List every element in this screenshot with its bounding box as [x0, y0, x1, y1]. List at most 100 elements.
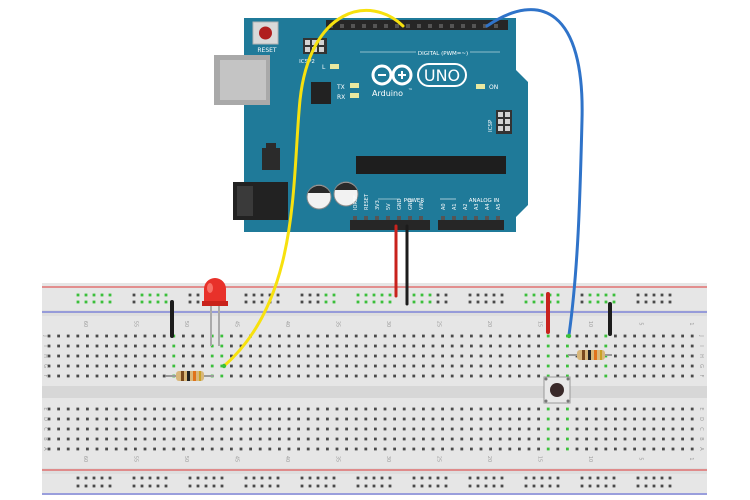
led-l-indicator	[330, 64, 339, 69]
row-letter: G	[698, 364, 704, 368]
rail-hole	[444, 300, 448, 304]
breadboard-hole	[422, 437, 425, 441]
rail-hole	[436, 300, 440, 304]
breadboard-hole	[364, 374, 368, 378]
breadboard-hole	[268, 407, 272, 411]
breadboard-hole	[614, 417, 617, 421]
rail-hole	[492, 293, 496, 297]
breadboard-hole	[335, 427, 339, 431]
breadboard-hole	[287, 374, 291, 378]
breadboard-hole	[479, 334, 483, 338]
breadboard-hole	[268, 437, 272, 441]
breadboard-hole	[162, 344, 166, 348]
rail-hole	[92, 476, 96, 480]
breadboard-hole	[86, 374, 89, 378]
breadboard-hole	[450, 344, 454, 348]
breadboard-hole	[585, 447, 588, 451]
column-number: 55	[133, 321, 139, 327]
breadboard-hole	[614, 344, 617, 348]
breadboard-hole	[614, 364, 617, 368]
breadboard-hole	[191, 447, 195, 451]
reset-button-cap[interactable]	[259, 26, 272, 40]
breadboard-hole	[642, 364, 646, 368]
breadboard-hole	[76, 334, 80, 338]
breadboard-hole	[191, 364, 195, 368]
breadboard-hole	[268, 364, 272, 368]
breadboard-hole	[220, 417, 224, 421]
breadboard-hole	[297, 334, 300, 338]
rail-hole	[268, 293, 272, 297]
breadboard-hole	[335, 374, 339, 378]
rail-hole	[668, 484, 672, 488]
breadboard-hole	[172, 407, 176, 411]
digital-pin-label: 13	[351, 12, 357, 18]
rail-hole	[468, 293, 472, 297]
breadboard-hole	[556, 407, 560, 411]
breadboard-hole	[239, 334, 243, 338]
breadboard-hole	[383, 344, 387, 348]
digital-pin-label: ~9	[395, 11, 401, 18]
rail-hole	[300, 293, 304, 297]
breadboard-hole	[633, 344, 636, 348]
breadboard-hole	[518, 437, 521, 441]
breadboard-hole	[374, 417, 377, 421]
power-pin-label: 3V3	[375, 200, 381, 210]
rail-hole	[660, 476, 664, 480]
breadboard-hole	[470, 407, 473, 411]
led-tx-indicator	[350, 83, 359, 88]
breadboard-hole	[690, 427, 694, 431]
column-number: 40	[284, 321, 290, 327]
breadboard-hole	[105, 364, 108, 368]
breadboard-hole	[114, 364, 118, 368]
breadboard-hole	[537, 447, 540, 451]
breadboard-hole	[652, 354, 656, 358]
breadboard-hole	[642, 437, 646, 441]
rail-hole	[108, 476, 112, 480]
breadboard-hole	[508, 374, 512, 378]
breadboard-hole	[374, 344, 377, 348]
breadboard-hole	[345, 374, 348, 378]
row-letter: F	[698, 375, 704, 378]
breadboard-hole	[383, 437, 387, 441]
breadboard-hole	[95, 407, 99, 411]
breadboard-hole	[498, 427, 502, 431]
rail-hole	[300, 300, 304, 304]
breadboard-hole	[47, 374, 51, 378]
breadboard-hole	[210, 447, 214, 451]
rail-hole	[468, 476, 472, 480]
rail-hole	[188, 476, 192, 480]
breadboard-hole	[662, 447, 665, 451]
breadboard-hole	[57, 437, 60, 441]
breadboard-hole	[614, 374, 617, 378]
breadboard-hole	[470, 427, 473, 431]
breadboard-hole	[326, 374, 329, 378]
breadboard-hole	[623, 344, 627, 348]
breadboard-hole	[201, 354, 204, 358]
rail-hole	[612, 300, 616, 304]
breadboard-hole	[105, 417, 108, 421]
reset-label: RESET	[257, 47, 277, 54]
rail-hole	[276, 484, 280, 488]
rail-hole	[524, 293, 528, 297]
breadboard-hole	[594, 374, 598, 378]
breadboard-hole	[402, 364, 406, 368]
rail-hole	[636, 484, 640, 488]
rail-hole	[156, 476, 160, 480]
breadboard-hole	[652, 344, 656, 348]
breadboard-hole	[662, 417, 665, 421]
breadboard-hole	[143, 344, 147, 348]
breadboard-hole	[402, 407, 406, 411]
breadboard-hole	[134, 407, 137, 411]
breadboard-hole	[498, 407, 502, 411]
breadboard-hole	[105, 374, 108, 378]
breadboard-hole	[431, 407, 435, 411]
breadboard-hole	[690, 344, 694, 348]
usb-interface-chip	[311, 82, 331, 104]
row-letter: E	[698, 407, 704, 410]
breadboard-hole	[422, 427, 425, 431]
breadboard-hole	[479, 427, 483, 431]
row-letter: C	[698, 427, 704, 431]
rail-hole	[604, 300, 608, 304]
breadboard-hole	[66, 417, 70, 421]
